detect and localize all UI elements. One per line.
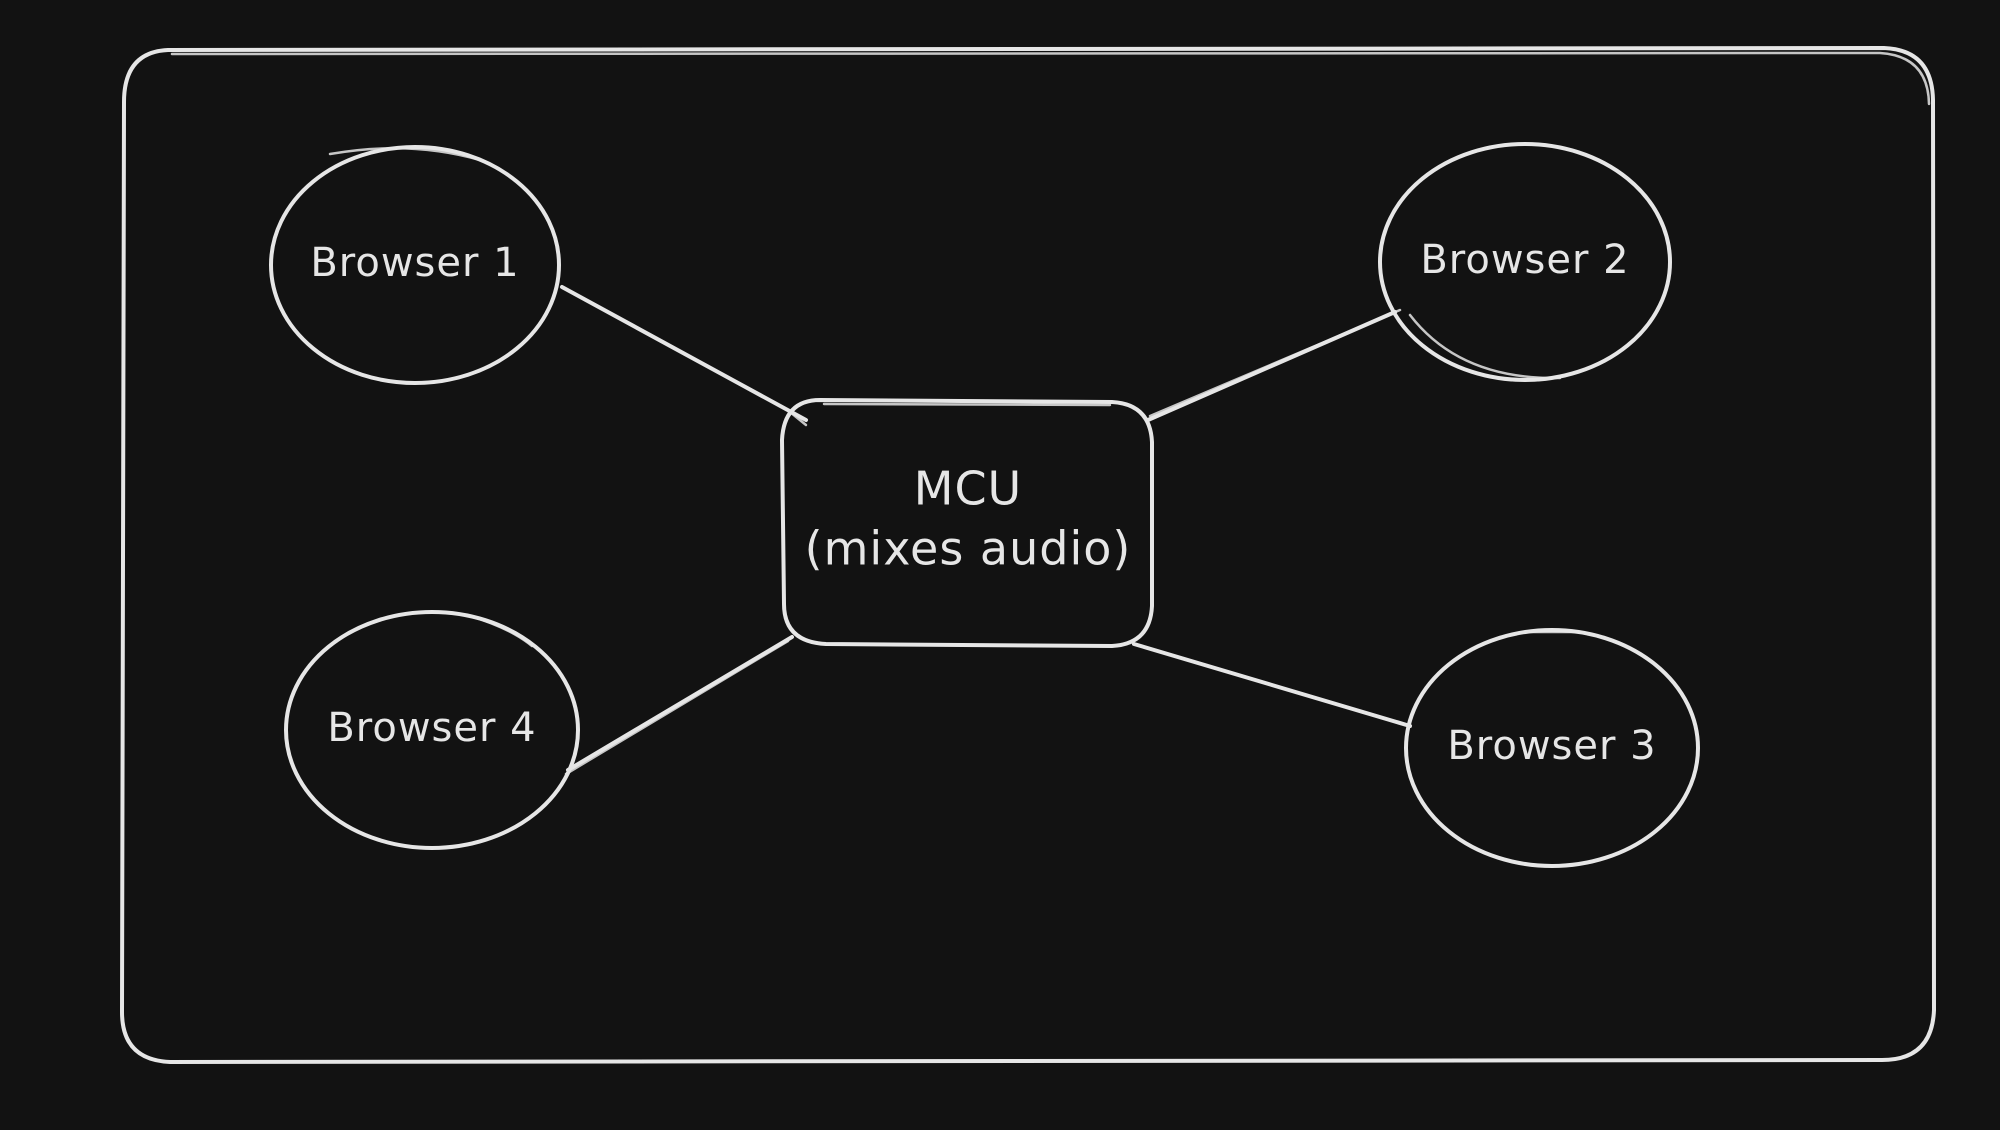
browser-4-label: Browser 4: [327, 705, 536, 751]
browser-3-node: Browser 3: [1404, 628, 1700, 868]
browser-2-node: Browser 2: [1378, 142, 1672, 382]
connector-browser-4-to-mcu: [564, 635, 794, 776]
browser-4-node: Browser 4: [284, 610, 580, 850]
browser-3-label: Browser 3: [1447, 723, 1656, 769]
browser-2-label: Browser 2: [1420, 237, 1629, 283]
mcu-label: MCU: [914, 462, 1022, 516]
mcu-sublabel: (mixes audio): [805, 522, 1132, 576]
connector-browser-2-to-mcu: [1146, 308, 1402, 422]
connector-browser-1-to-mcu: [560, 285, 808, 427]
mcu-box: MCU (mixes audio): [780, 398, 1154, 648]
connector-browser-3-to-mcu: [1132, 642, 1412, 728]
browser-1-node: Browser 1: [269, 145, 561, 385]
browser-1-label: Browser 1: [310, 240, 519, 286]
outer-frame: [120, 46, 1936, 1064]
